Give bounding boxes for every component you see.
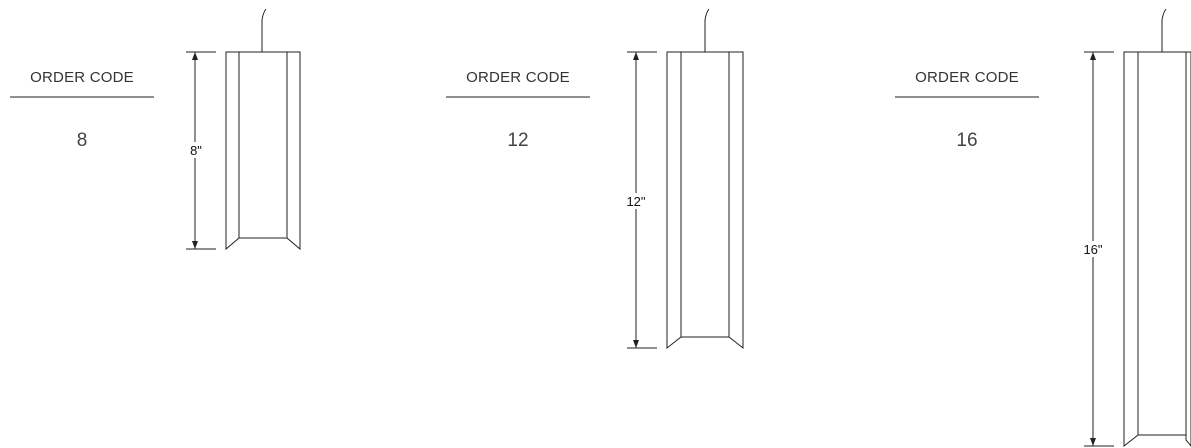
order-code-value: 8 [77, 130, 88, 151]
pendant-drawing [666, 8, 744, 350]
pendant-drawing [225, 8, 301, 251]
dimension-label: 16" [1083, 242, 1102, 257]
order-code-header: ORDER CODE [915, 69, 1019, 86]
dimension-label: 12" [626, 194, 645, 209]
length-option-12: ORDER CODE 12 12" [446, 8, 744, 350]
dimension-label: 8" [190, 143, 202, 158]
pendant-drawing [1123, 8, 1191, 448]
length-option-16: ORDER CODE 16 16" [895, 8, 1191, 448]
order-code-value: 16 [956, 130, 977, 151]
length-option-8: ORDER CODE 8 8" [10, 8, 301, 251]
order-code-header: ORDER CODE [30, 69, 134, 86]
order-code-header: ORDER CODE [466, 69, 570, 86]
order-code-value: 12 [507, 130, 528, 151]
dimension-line: 16" [1080, 51, 1114, 447]
dimension-line: 12" [623, 51, 657, 349]
dimension-line: 8" [186, 51, 216, 250]
